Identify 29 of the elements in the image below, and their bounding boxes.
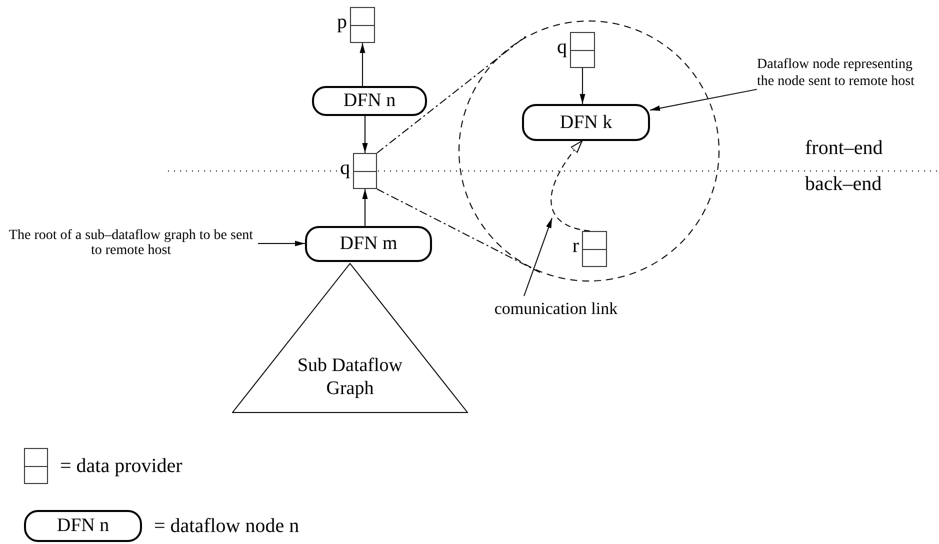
legend-text: = dataflow node n — [154, 514, 300, 539]
region-label: front–end — [805, 138, 883, 158]
leader-arrow — [258, 240, 306, 246]
annotation-text: Dataflow node representing the node sent to remote host — [757, 56, 916, 90]
leader-arrow — [524, 218, 552, 296]
annotation-text: The root of a sub–dataflow graph to be sent to remote host — [8, 228, 254, 258]
leader-arrow — [650, 88, 758, 111]
legend-symbol: DFN n — [24, 510, 142, 542]
node-label: q — [340, 158, 350, 178]
zoom-line — [376, 188, 540, 273]
region-label: back–end — [805, 174, 882, 194]
legend-text: = data provider — [60, 454, 182, 479]
arrow — [360, 42, 366, 86]
node-text: Sub Dataflow Graph — [296, 354, 404, 401]
node-label: p — [337, 12, 347, 32]
dashed-arrow — [550, 140, 590, 232]
node-label: r — [572, 236, 579, 256]
dataflow-node — [305, 226, 432, 262]
annotation-text: comunication link — [493, 298, 619, 320]
node-text: DFN m — [340, 232, 398, 256]
dataflow-node — [522, 104, 650, 141]
node-text: DFN n — [343, 89, 396, 113]
node-text: DFN k — [560, 110, 612, 134]
zoom-line — [376, 36, 526, 154]
arrow — [362, 188, 368, 226]
arrow — [362, 116, 368, 154]
arrow — [580, 68, 586, 104]
dataflow-node — [312, 86, 427, 116]
node-label: q — [557, 37, 567, 57]
